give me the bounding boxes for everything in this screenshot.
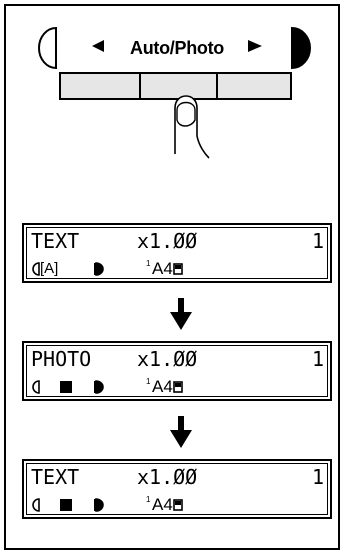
center-key[interactable] (139, 72, 218, 100)
mode-text: PHOTO (31, 347, 92, 371)
mode-text: TEXT (31, 229, 80, 253)
right-triangle-icon[interactable] (248, 40, 262, 52)
pointing-finger-icon (174, 95, 210, 159)
paper-orientation-icon (173, 499, 183, 511)
dark-icon (94, 498, 104, 512)
lcd-screen-3: TEXT x1.ØØ 1 1 A4 (22, 459, 332, 519)
lcd-screen-2: PHOTO x1.ØØ 1 1 A4 (22, 341, 332, 401)
auto-photo-label: Auto/Photo (130, 38, 224, 58)
text-mode-block-icon (60, 499, 72, 511)
paper-index: 1 (146, 495, 151, 504)
paper-size: A4 (152, 495, 173, 514)
paper-size: A4 (152, 377, 173, 396)
figure-frame (4, 4, 340, 550)
zoom-value: x1.ØØ (137, 465, 198, 489)
light-half-circle-icon (38, 26, 57, 70)
right-key[interactable] (216, 72, 292, 100)
arrow-down-icon (170, 416, 192, 448)
light-icon (32, 498, 40, 512)
copy-count: 1 (311, 347, 324, 371)
button-row (59, 72, 292, 100)
paper-index: 1 (146, 259, 151, 268)
left-key[interactable] (59, 72, 141, 100)
left-triangle-icon[interactable] (92, 40, 104, 52)
dark-half-circle-icon (291, 26, 311, 70)
paper-index: 1 (146, 377, 151, 386)
mode-text: TEXT (31, 465, 80, 489)
zoom-value: x1.ØØ (137, 229, 198, 253)
copy-count: 1 (311, 465, 324, 489)
light-icon (32, 262, 40, 276)
arrow-down-icon (170, 298, 192, 330)
dark-icon (94, 380, 104, 394)
photo-mode-block-icon (60, 381, 72, 393)
paper-orientation-icon (173, 381, 183, 393)
paper-orientation-icon (173, 263, 183, 275)
lcd-screen-1: TEXT x1.ØØ 1 [A] 1 A4 (22, 223, 332, 283)
paper-size: A4 (152, 259, 173, 278)
density-selection: [A] (40, 260, 59, 277)
dark-icon (94, 262, 104, 276)
light-icon (32, 380, 40, 394)
zoom-value: x1.ØØ (137, 347, 198, 371)
copy-count: 1 (311, 229, 324, 253)
